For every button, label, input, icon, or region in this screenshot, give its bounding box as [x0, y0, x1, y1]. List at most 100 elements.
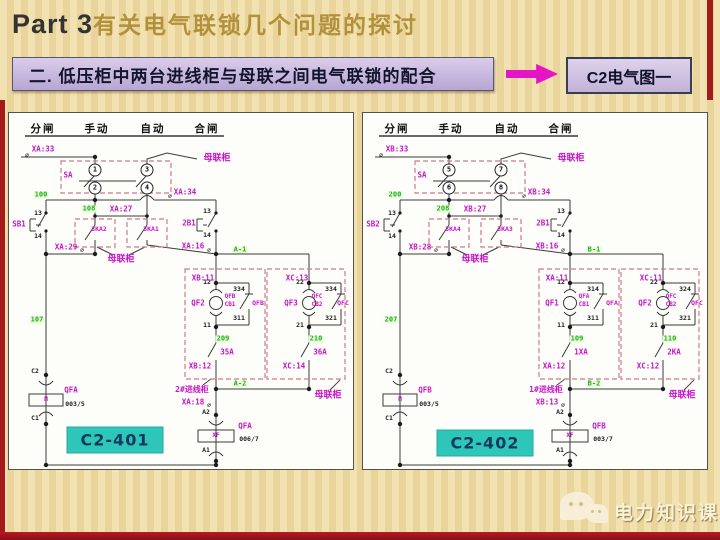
- diagram-label: A-1: [232, 245, 248, 254]
- diagram-label: 2B1: [182, 218, 196, 228]
- part-label: Part 3: [12, 9, 94, 39]
- diagram-label: SA: [63, 170, 73, 180]
- diagram-label: 自动: [140, 122, 166, 135]
- diagram-label: B-2: [586, 379, 602, 388]
- diagram-label: 2KA: [667, 347, 681, 357]
- diagram-label: ∅: [168, 193, 172, 200]
- diagram-label: 3: [140, 163, 154, 177]
- diagram-label: 003/7: [593, 434, 613, 443]
- slide-header: Part 3有关电气联锁几个问题的探讨: [12, 6, 418, 40]
- diagram-label: CB2: [311, 301, 323, 308]
- diagram-label: QF2: [638, 298, 652, 308]
- diagram-label: A1: [556, 445, 564, 454]
- left-red-strip: [0, 100, 5, 533]
- diagram-label: XB:34: [527, 187, 551, 197]
- diagram-label: ∅: [207, 402, 211, 409]
- diagram-label: 6: [442, 181, 456, 195]
- diagram-label: 自动: [494, 122, 520, 135]
- diagram-label: 108: [81, 204, 97, 213]
- diagram-label: XA:27: [109, 204, 133, 214]
- diagram-label: ∅: [434, 247, 438, 254]
- diagram-label: XB:33: [385, 144, 409, 154]
- diagram-label: QFC: [311, 293, 323, 300]
- diagram-label: CB1: [578, 301, 590, 308]
- diagram-label: 13: [557, 206, 565, 215]
- circuit-lineart: [21, 135, 346, 468]
- slide-title: 有关电气联锁几个问题的探讨: [93, 12, 419, 39]
- diagram-label: QFA: [578, 293, 590, 300]
- diagram-label: 209: [215, 334, 231, 343]
- diagram-label: XF: [566, 432, 574, 439]
- diagram-label: XB:16: [535, 241, 559, 251]
- diagram-label: CB1: [224, 301, 236, 308]
- diagram-label: XC:11: [639, 273, 663, 283]
- diagram-label: 314: [587, 284, 599, 293]
- diagram-label: SB2: [366, 219, 380, 229]
- diagram-label: M: [398, 396, 402, 403]
- diagram-label: 3KA3: [497, 224, 513, 233]
- diagram-label: 210: [308, 334, 324, 343]
- diagram-label: QF3: [284, 298, 298, 308]
- diagram-label: 1#进线柜: [529, 385, 563, 394]
- diagram-label: 109: [569, 334, 585, 343]
- diagram-label: 12: [203, 277, 211, 286]
- wechat-logo-small-bubble: [586, 504, 608, 523]
- diagram-tag: C2-401: [66, 426, 164, 454]
- diagram-label: 21: [650, 320, 658, 329]
- diagram-label: 13: [34, 208, 42, 217]
- diagram-label: 334: [325, 284, 337, 293]
- diagram-label: ∅: [207, 247, 211, 254]
- section-banner-text: 二. 低压柜中两台进线柜与母联之间电气联锁的配合: [29, 66, 437, 86]
- diagram-label: M: [44, 396, 48, 403]
- diagram-label: 合闸: [548, 122, 574, 135]
- diagram-label: 334: [233, 284, 245, 293]
- diagram-label: A-2: [232, 379, 248, 388]
- diagram-label: XB:27: [463, 204, 487, 214]
- diagram-label: 003/5: [419, 399, 439, 408]
- diagram-label: ∅: [25, 152, 29, 159]
- diagram-label: C1: [385, 413, 393, 422]
- diagram-label: 208: [435, 204, 451, 213]
- diagram-label: 1: [88, 163, 102, 177]
- diagram-label: 母联柜: [107, 254, 135, 265]
- diagram-label: 2: [88, 181, 102, 195]
- diagram-label: QFB: [224, 293, 236, 300]
- diagram-label: ∅: [561, 402, 565, 409]
- arrow-right-icon: [506, 63, 558, 85]
- diagram-tag: C2-402: [436, 429, 534, 457]
- diagram-label: XB:11: [191, 273, 215, 283]
- diagram-label: 1XA: [574, 347, 588, 357]
- diagram-label: 母联柜: [314, 390, 342, 401]
- diagram-label: QFC: [665, 293, 677, 300]
- diagram-label: QFB: [418, 385, 432, 395]
- diagram-label: C2: [385, 366, 393, 375]
- diagram-label: ∅: [80, 247, 84, 254]
- diagram-label: 7: [494, 163, 508, 177]
- diagram-label: 207: [383, 315, 399, 324]
- diagram-label: 21: [296, 320, 304, 329]
- footer-brand-text: 电力知识课堂: [614, 503, 720, 524]
- diagram-label: 14: [557, 230, 565, 239]
- diagram-label: 200: [387, 190, 403, 199]
- diagram-label: XC:12: [636, 361, 660, 371]
- diagram-label: 321: [325, 313, 337, 322]
- diagram-label: 14: [203, 230, 211, 239]
- diagram-label: ∅: [379, 152, 383, 159]
- diagram-label: 分闸: [30, 122, 56, 135]
- target-reference-label: C2电气图一: [586, 69, 672, 87]
- diagram-label: 35A: [220, 347, 234, 357]
- diagram-label: QFA: [606, 298, 618, 307]
- diagram-label: A2: [556, 407, 564, 416]
- diagram-label: 14: [34, 231, 42, 240]
- diagram-label: XB:13: [535, 397, 559, 407]
- diagram-label: 324: [679, 284, 691, 293]
- diagram-label: XA:12: [542, 361, 566, 371]
- diagram-label: 14: [388, 231, 396, 240]
- diagram-label: XA:29: [54, 242, 78, 252]
- diagram-label: 母联柜: [668, 390, 696, 401]
- diagram-label: C2: [31, 366, 39, 375]
- diagram-label: 手动: [438, 122, 464, 135]
- target-reference-box[interactable]: C2电气图一: [566, 57, 692, 94]
- diagram-label: SA: [417, 170, 427, 180]
